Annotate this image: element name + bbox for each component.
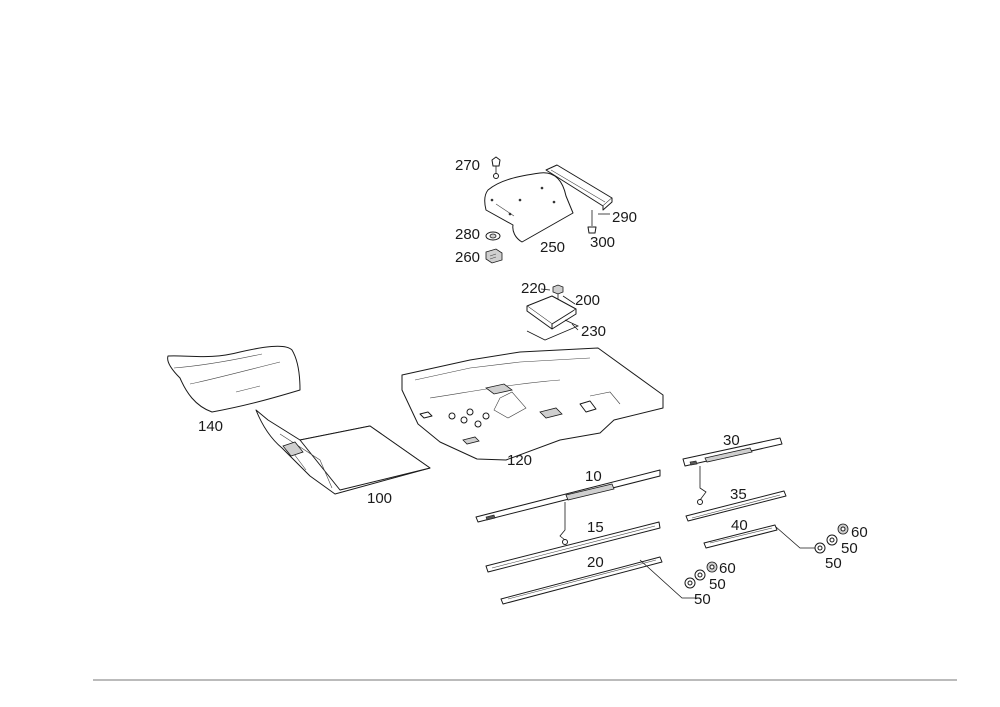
sill-30	[682, 437, 783, 505]
clip-300	[587, 210, 597, 234]
callout-10: 10	[585, 468, 602, 485]
sill-35	[685, 490, 787, 522]
callout-120: 120	[507, 452, 532, 469]
callout-220: 220	[521, 280, 546, 297]
callout-20: 20	[587, 554, 604, 571]
screw-270	[491, 156, 501, 179]
callout-35: 35	[730, 486, 747, 503]
callout-260: 260	[455, 249, 480, 266]
nut-60-right	[837, 523, 849, 535]
callout-290: 290	[612, 209, 637, 226]
trim-strip-290	[545, 164, 613, 211]
callout-100: 100	[367, 490, 392, 507]
nut-60-lower	[706, 561, 718, 573]
floor-carpet-120	[401, 347, 664, 461]
callout-15: 15	[587, 519, 604, 536]
sill-10	[475, 469, 661, 545]
rail-40	[703, 524, 820, 549]
cover-panel-250	[484, 172, 574, 243]
clip-280	[485, 231, 501, 241]
callout-30: 30	[723, 432, 740, 449]
callout-50-right-lower: 50	[825, 555, 842, 572]
washer-50-right-b	[814, 542, 826, 554]
callout-250: 250	[540, 239, 565, 256]
callout-140: 140	[198, 418, 223, 435]
callout-50-right-upper: 50	[841, 540, 858, 557]
callout-280: 280	[455, 226, 480, 243]
callout-270: 270	[455, 157, 480, 174]
washer-50-lower-a	[694, 569, 706, 581]
callout-60-right: 60	[851, 524, 868, 541]
clip-260	[485, 248, 503, 264]
rail-20	[500, 556, 700, 605]
callout-300: 300	[590, 234, 615, 251]
callout-40: 40	[731, 517, 748, 534]
wire-230	[526, 319, 579, 341]
callout-50-lower-lower: 50	[694, 591, 711, 608]
callout-50-lower-upper: 50	[709, 576, 726, 593]
callout-200: 200	[575, 292, 600, 309]
sill-15	[485, 521, 661, 573]
side-liner-140	[167, 345, 301, 413]
floor-mat-100	[255, 409, 431, 495]
callout-60-lower: 60	[719, 560, 736, 577]
callout-230: 230	[581, 323, 606, 340]
washer-50-right-a	[826, 534, 838, 546]
fastener-220	[552, 284, 564, 320]
washer-50-lower-b	[684, 577, 696, 589]
pad-200	[526, 295, 577, 330]
